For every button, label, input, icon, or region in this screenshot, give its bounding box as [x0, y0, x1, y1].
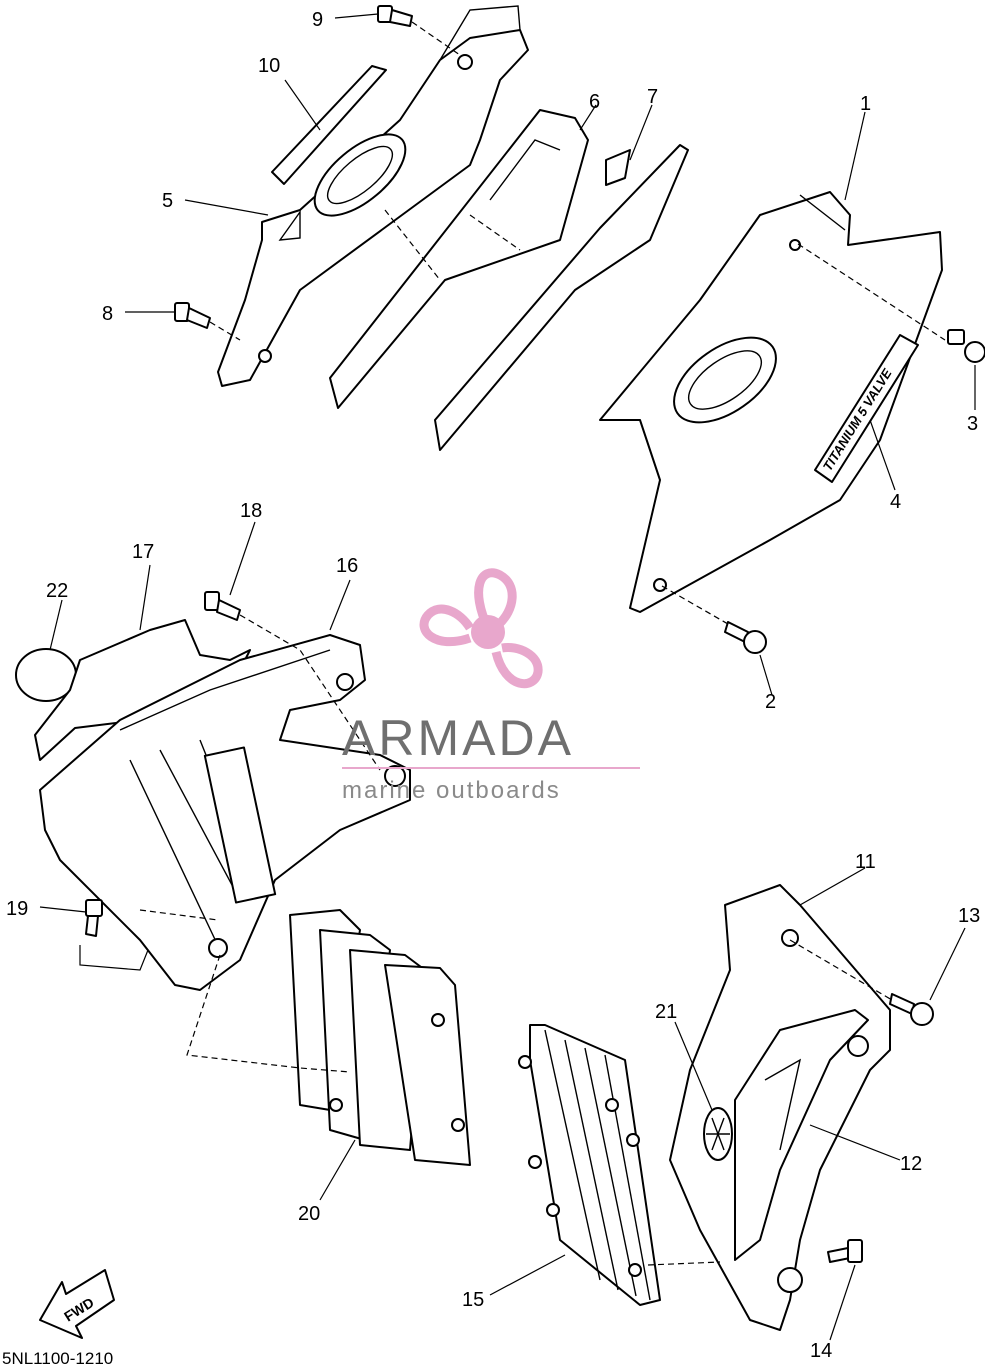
watermark-subtitle: marine outboards: [342, 777, 561, 804]
bolt-part-14: [827, 1239, 863, 1263]
bolt-part-19: [85, 899, 103, 937]
callout-2: 2: [765, 691, 776, 713]
bolt-part-18: [204, 591, 241, 621]
propeller-logo-icon: [419, 568, 543, 689]
callout-9: 9: [312, 9, 323, 31]
bolt-part-13: [889, 993, 934, 1026]
callout-12: 12: [900, 1153, 922, 1175]
callout-11: 11: [855, 851, 876, 873]
callout-7: 7: [647, 86, 658, 108]
callout-17: 17: [132, 541, 154, 563]
callout-16: 16: [336, 555, 358, 577]
callout-21: 21: [655, 1001, 677, 1023]
radiator-guard-part-15: [518, 1024, 661, 1306]
callout-10: 10: [258, 55, 280, 77]
watermark-title: ARMADA: [342, 710, 574, 766]
callout-14: 14: [810, 1340, 832, 1362]
sticker-part-6: [329, 109, 589, 409]
callout-5: 5: [162, 190, 173, 212]
fwd-arrow-icon: FWD: [39, 1269, 115, 1339]
bolt-part-8: [174, 302, 211, 329]
callout-15: 15: [462, 1289, 484, 1311]
callout-4: 4: [890, 491, 901, 513]
callout-8: 8: [102, 303, 113, 325]
air-scoop-part-16: [39, 634, 411, 991]
callout-1: 1: [860, 93, 871, 115]
side-cover-part-1: [599, 191, 943, 613]
callout-labels: 1 2 3 4 5 6 7 8 9 10 11 12 13 14 15 16 1…: [6, 9, 980, 1362]
sticker-part-10: [271, 65, 387, 185]
callout-18: 18: [240, 500, 262, 522]
bolt-part-2: [724, 621, 767, 654]
side-cover-bracket-part-5: [217, 5, 529, 387]
sticker-part-7: [434, 144, 689, 451]
diagram-code: 5NL1100-1210: [2, 1349, 113, 1367]
emblem-part-21: [703, 1107, 733, 1161]
assembly-lines: [139, 21, 946, 1266]
bolt-part-3: [947, 329, 985, 363]
callout-13: 13: [958, 905, 980, 927]
cover-part-12: [734, 1009, 869, 1261]
leader-lines: [39, 13, 976, 1341]
callout-19: 19: [6, 898, 28, 920]
callout-6: 6: [589, 91, 600, 113]
callout-20: 20: [298, 1203, 320, 1225]
callout-22: 22: [46, 580, 68, 602]
bolt-part-9: [377, 5, 413, 27]
armada-watermark: ARMADA marine outboards: [342, 568, 640, 804]
callout-3: 3: [967, 413, 978, 435]
guard-part-20: [289, 909, 471, 1166]
